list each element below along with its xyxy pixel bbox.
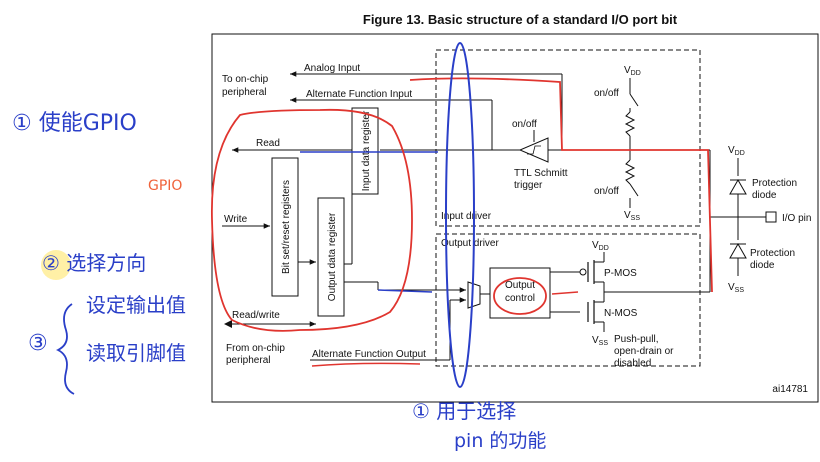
- pullup-resistor: [624, 111, 636, 137]
- ttl-label-2: trigger: [514, 180, 543, 191]
- from-peripheral-label-2: peripheral: [226, 355, 270, 366]
- pmos-gate-bubble: [579, 268, 587, 276]
- diode-bottom-label-1: Protection: [750, 248, 795, 259]
- annotation-enable-gpio: ① 使能GPIO: [12, 111, 137, 136]
- output-data-register: [317, 197, 345, 317]
- diode-vdd-label: VDD: [728, 145, 745, 157]
- annotation-set-output: 设定输出值: [86, 293, 186, 317]
- protection-diode-bottom: [729, 242, 747, 259]
- output-driver-region: [435, 233, 701, 367]
- schmitt-symbol: [527, 145, 541, 155]
- read-write-label: Read/write: [232, 310, 280, 321]
- io-pin-label: I/O pin: [782, 213, 811, 224]
- push-pull-label-3: disabled: [614, 358, 651, 369]
- red-register-loop: [211, 108, 413, 332]
- annotation-pin-function-2: pin 的功能: [454, 430, 546, 452]
- analog-input-label: Analog Input: [304, 63, 360, 74]
- pulldown-vss-label: VSS: [624, 210, 640, 222]
- protection-diode-top: [729, 178, 747, 195]
- output-data-register-label: Output data register: [327, 212, 338, 301]
- annotation-gpio: GPIO: [148, 178, 182, 194]
- diode-vss-label: VSS: [728, 282, 744, 294]
- push-pull-label-2: open-drain or: [614, 346, 674, 357]
- pullup-switch: [629, 93, 639, 107]
- bit-set-reset-label: Bit set/reset registers: [281, 180, 292, 274]
- bit-set-reset-registers: [271, 157, 299, 297]
- pmos-vdd-label: VDD: [592, 240, 609, 252]
- output-control-block: [489, 267, 551, 319]
- input-data-register-label: Input data register: [361, 110, 372, 191]
- figure-id: ai14781: [772, 384, 808, 395]
- input-data-register: [351, 107, 379, 195]
- output-control-label-1: Output: [505, 280, 535, 291]
- alt-func-output-label: Alternate Function Output: [312, 349, 426, 360]
- input-driver-label: Input driver: [441, 211, 492, 222]
- output-control-label-2: control: [505, 293, 535, 304]
- nmos-vss-label: VSS: [592, 335, 608, 347]
- figure-title: Figure 13. Basic structure of a standard…: [363, 12, 678, 27]
- pulldown-switch: [629, 183, 639, 197]
- annotation-read-pin: 读取引脚值: [86, 341, 186, 365]
- output-driver-label: Output driver: [441, 238, 499, 249]
- annotation-brace: [55, 303, 75, 395]
- read-label: Read: [256, 138, 280, 149]
- ttl-label-1: TTL Schmitt: [514, 168, 568, 179]
- pullup-on-off-label: on/off: [594, 88, 619, 99]
- diode-top-label-1: Protection: [752, 178, 797, 189]
- annotation-select-direction: ② 选择方向: [42, 251, 146, 275]
- blue-pin-function-ellipse: [445, 42, 475, 388]
- output-mux: [467, 281, 481, 309]
- alt-func-input-label: Alternate Function Input: [306, 89, 412, 100]
- red-output-control-tail: [551, 291, 579, 295]
- diode-bottom-label-2: diode: [750, 260, 775, 271]
- yellow-highlight: [41, 250, 71, 280]
- annotation-pin-function-1: ① 用于选择: [412, 399, 516, 423]
- from-peripheral-label-1: From on-chip: [226, 343, 285, 354]
- blue-output-highlight: [377, 289, 433, 293]
- red-output-control-circle: [493, 277, 547, 315]
- pulldown-on-off-label: on/off: [594, 186, 619, 197]
- io-pin-pad: [765, 211, 777, 223]
- pullup-vdd-label: VDD: [624, 65, 641, 77]
- nmos-label: N-MOS: [604, 308, 638, 319]
- read-write-arrow-left: [224, 320, 232, 328]
- to-peripheral-label-2: peripheral: [222, 87, 266, 98]
- annotation-item3: ③: [28, 331, 48, 356]
- diode-top-label-2: diode: [752, 190, 777, 201]
- ttl-on-off-label: on/off: [512, 119, 537, 130]
- figure-frame: [211, 33, 819, 403]
- input-driver-region: [435, 49, 701, 227]
- pmos-label: P-MOS: [604, 268, 637, 279]
- red-alt-output-underline: [311, 362, 421, 367]
- pulldown-resistor: [624, 159, 636, 185]
- to-peripheral-label-1: To on-chip: [222, 74, 269, 85]
- red-input-path-highlight: [409, 77, 713, 293]
- push-pull-label-1: Push-pull,: [614, 334, 658, 345]
- write-label: Write: [224, 214, 248, 225]
